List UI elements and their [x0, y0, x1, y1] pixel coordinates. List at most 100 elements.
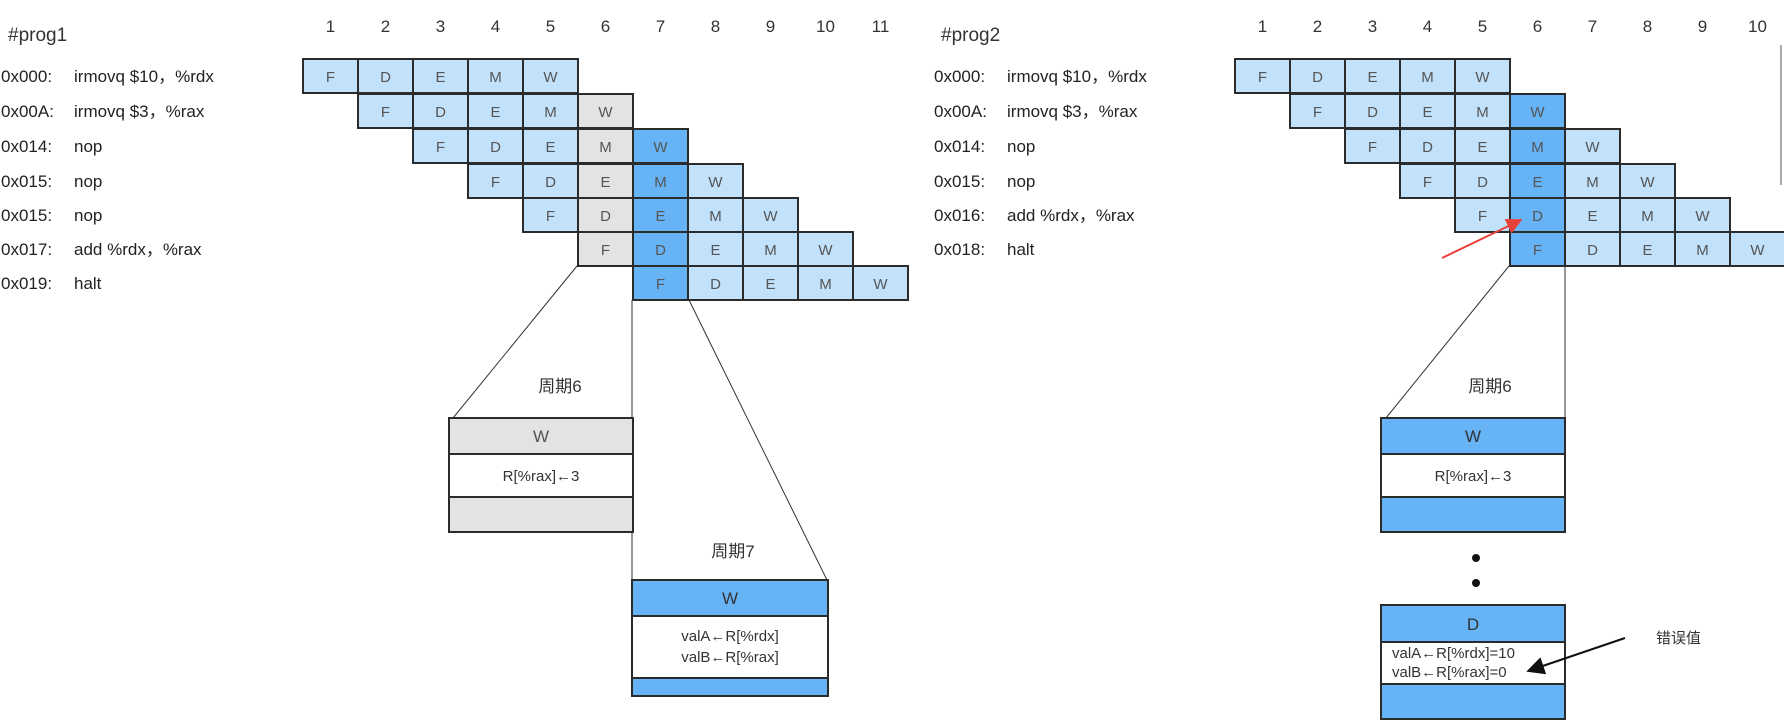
stage-label: F — [546, 208, 555, 225]
stage-label: M — [1586, 174, 1599, 191]
prog2-cycle6-caption: 周期6 — [1468, 377, 1511, 396]
stage-label: M — [1421, 69, 1434, 86]
stage-cell: M — [632, 163, 689, 199]
stage-cell: M — [742, 231, 799, 267]
cycle-number: 3 — [436, 17, 445, 36]
stage-label: M — [1641, 208, 1654, 225]
stage-label: E — [435, 69, 445, 86]
stage-cell: M — [577, 128, 634, 164]
stage-cell: E — [742, 265, 799, 301]
cycle-number: 7 — [1588, 17, 1597, 36]
stage-cell: D — [577, 197, 634, 233]
stage-cell: E — [1509, 163, 1566, 199]
stage-cell: F — [1509, 231, 1566, 267]
stage-cell: D — [687, 265, 744, 301]
stage-label: F — [381, 104, 390, 121]
stage-label: D — [1367, 104, 1378, 121]
stage-cell: W — [1729, 231, 1784, 267]
stage-label: M — [819, 276, 832, 293]
stage-cell: W — [1674, 197, 1731, 233]
stage-label: M — [1531, 139, 1544, 156]
stage-cell: W — [1509, 93, 1566, 129]
stage-cell: E — [687, 231, 744, 267]
stage-label: W — [873, 276, 888, 293]
stage-label: W — [1530, 104, 1545, 121]
box-line: valB←R[%rax]=0 — [1392, 664, 1507, 681]
stage-label: M — [1696, 242, 1709, 259]
prog2-zoom-line — [1385, 265, 1510, 419]
stage-cell: W — [1619, 163, 1676, 199]
cycle-number: 1 — [1258, 17, 1267, 36]
stage-label: D — [600, 208, 611, 225]
stage-label: F — [1423, 174, 1432, 191]
cycle-number: 2 — [1313, 17, 1322, 36]
box-header: W — [533, 427, 549, 446]
stage-cell: D — [522, 163, 579, 199]
stage-cell: E — [1454, 128, 1511, 164]
instruction-text: irmovq $10，%rdx — [74, 67, 214, 86]
prog2-title: #prog2 — [941, 25, 1000, 46]
stage-label: D — [545, 174, 556, 191]
stage-label: F — [436, 139, 445, 156]
stage-label: W — [598, 104, 613, 121]
instruction-text: add %rdx，%rax — [1007, 206, 1135, 225]
cycle-number: 5 — [546, 17, 555, 36]
instruction-text: nop — [74, 206, 102, 225]
stage-cell: D — [1289, 58, 1346, 94]
stage-cell: M — [1509, 128, 1566, 164]
stage-label: M — [1476, 104, 1489, 121]
cycle-number: 5 — [1478, 17, 1487, 36]
stage-label: F — [1313, 104, 1322, 121]
stage-cell: F — [467, 163, 524, 199]
stage-cell: M — [797, 265, 854, 301]
cycle-number: 7 — [656, 17, 665, 36]
instruction-text: irmovq $10，%rdx — [1007, 67, 1147, 86]
instruction-text: nop — [1007, 137, 1035, 156]
stage-cell: M — [1674, 231, 1731, 267]
stage-label: E — [710, 242, 720, 259]
stage-cell: F — [632, 265, 689, 301]
cycle-number: 8 — [1643, 17, 1652, 36]
stage-label: F — [1478, 208, 1487, 225]
stage-cell: W — [1564, 128, 1621, 164]
instruction-text: nop — [74, 137, 102, 156]
stage-label: D — [710, 276, 721, 293]
stage-cell: F — [302, 58, 359, 94]
stage-label: D — [1422, 139, 1433, 156]
cycle-number: 9 — [1698, 17, 1707, 36]
prog1-cycle7-writeback-box: W valA←R[%rdx] valB←R[%rax] — [631, 579, 829, 697]
cycle-number: 1 — [326, 17, 335, 36]
stage-cell: F — [357, 93, 414, 129]
instruction-address: 0x015: — [1, 172, 52, 191]
cycle-number: 6 — [601, 17, 610, 36]
stage-label: W — [763, 208, 778, 225]
stage-label: M — [764, 242, 777, 259]
prog1-cycle7-caption: 周期7 — [711, 542, 754, 561]
instruction-text: irmovq $3，%rax — [1007, 102, 1138, 121]
stage-label: M — [599, 139, 612, 156]
cycle-number: 2 — [381, 17, 390, 36]
instruction-text: add %rdx，%rax — [74, 240, 202, 259]
stage-label: M — [709, 208, 722, 225]
stage-cell: M — [687, 197, 744, 233]
stage-label: D — [490, 139, 501, 156]
stage-label: F — [1533, 242, 1542, 259]
stage-label: W — [1695, 208, 1710, 225]
stage-cell: E — [467, 93, 524, 129]
stage-label: W — [1640, 174, 1655, 191]
error-value-label: 错误值 — [1656, 630, 1701, 647]
stage-cell: M — [1399, 58, 1456, 94]
stage-label: W — [1750, 242, 1765, 259]
stage-label: E — [1587, 208, 1597, 225]
box-line: valA←R[%rdx] — [681, 628, 779, 645]
box-line: R[%rax]←3 — [1435, 468, 1512, 485]
error-arrow-icon — [1526, 637, 1626, 675]
stage-label: F — [491, 174, 500, 191]
box-line: R[%rax]←3 — [503, 468, 580, 485]
instruction-address: 0x017: — [1, 240, 52, 259]
cycle-number: 8 — [711, 17, 720, 36]
